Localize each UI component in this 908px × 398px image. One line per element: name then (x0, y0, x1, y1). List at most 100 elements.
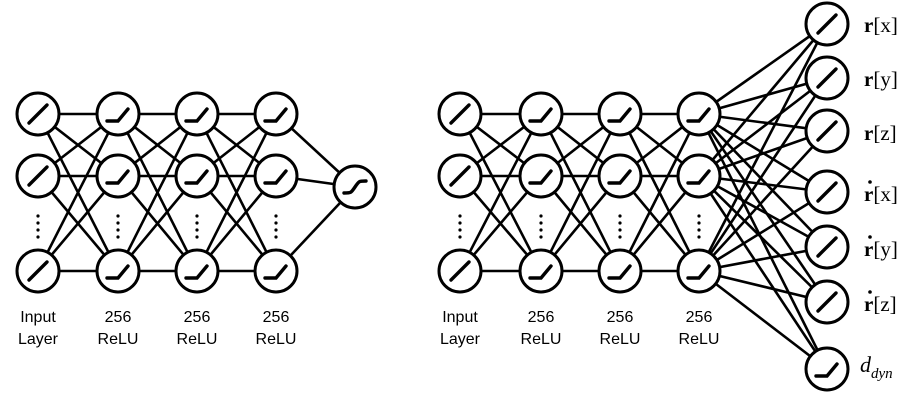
relu-icon (263, 264, 288, 280)
right-neuron-l2-n3 (518, 248, 564, 294)
left-neuron-l1-n3 (15, 248, 61, 294)
left-edge (116, 113, 199, 272)
relu-icon (528, 264, 553, 280)
left-neuron-l2-n2 (95, 153, 141, 199)
right-output-edge (697, 113, 829, 303)
linear-icon (816, 181, 838, 203)
left-ellipsis-l2 (116, 214, 120, 239)
output-label-rdot-y: r[y] (864, 237, 898, 261)
relu-icon (528, 107, 553, 123)
left-output-neuron (332, 164, 378, 210)
right-output-neuron-2 (804, 55, 850, 101)
right-ellipsis-l2 (539, 214, 543, 239)
right-neuron-l1-n3 (437, 248, 483, 294)
right-output-neuron-1 (804, 1, 850, 47)
left-network-captions: Input Layer 256 ReLU 256 ReLU 256 ReLU (18, 309, 296, 348)
left-layer-2-caption-line1: 256 (105, 309, 132, 326)
relu-icon (814, 362, 839, 378)
right-edge (458, 113, 543, 272)
left-neuron-l4-n1 (253, 91, 299, 137)
linear-icon (816, 120, 838, 142)
output-label-r-x: r[x] (864, 13, 898, 37)
left-layer-4-caption-line2: ReLU (256, 331, 297, 348)
right-neuron-l4-n1 (676, 91, 722, 137)
right-output-edge (697, 175, 829, 370)
right-neuron-l2-n1 (518, 91, 564, 137)
left-edge (36, 113, 120, 272)
right-output-neuron-6 (804, 279, 850, 325)
linear-icon (27, 165, 49, 187)
left-ellipsis-l4 (274, 214, 278, 239)
relu-icon (184, 107, 209, 123)
dot-accent-y (868, 235, 872, 239)
right-layer-1-caption-line1: Input (442, 309, 478, 326)
right-output-neuron-3 (804, 108, 850, 154)
sigmoid-icon (342, 179, 368, 195)
right-output-edge (698, 174, 828, 249)
right-network-captions: Input Layer 256 ReLU 256 ReLU 256 ReLU (440, 309, 719, 348)
left-ellipsis-l3 (195, 214, 199, 239)
output-label-r-y: r[y] (864, 67, 898, 91)
right-layer-3-caption-line1: 256 (607, 309, 634, 326)
left-layer-4-caption-line1: 256 (263, 309, 290, 326)
relu-icon (263, 107, 288, 123)
dot-accent-z (868, 290, 872, 294)
right-neuron-l4-n3 (676, 248, 722, 294)
relu-icon (686, 169, 711, 185)
right-edge (618, 113, 701, 272)
left-neuron-l4-n2 (253, 153, 299, 199)
left-layer-1-caption-line2: Layer (18, 331, 59, 348)
right-output-edge (698, 129, 828, 178)
right-output-edge (697, 113, 829, 370)
relu-icon (105, 169, 130, 185)
right-output-edge (697, 77, 829, 272)
right-layer-2-caption-line2: ReLU (521, 331, 562, 348)
left-layer-1-caption-line1: Input (20, 309, 56, 326)
right-layer-4-caption-line2: ReLU (679, 331, 720, 348)
left-layer-3-caption-line1: 256 (184, 309, 211, 326)
right-output-edge (698, 190, 828, 273)
right-layer-2-caption-line1: 256 (528, 309, 555, 326)
dot-accent-x (868, 180, 872, 184)
right-neuron-l1-n1 (437, 91, 483, 137)
left-neuron-l3-n2 (174, 153, 220, 199)
right-neuron-l2-n2 (518, 153, 564, 199)
right-neuron-l3-n2 (597, 153, 643, 199)
left-neuron-l4-n3 (253, 248, 299, 294)
left-edge (195, 113, 278, 272)
right-layer-4-caption-line1: 256 (686, 309, 713, 326)
ellipsis-marks (36, 214, 701, 239)
output-labels: r[x] r[y] r[z] r[x] r[y] r[z] ddyn (860, 13, 898, 382)
linear-icon (449, 165, 471, 187)
linear-icon (816, 291, 838, 313)
relu-icon (607, 264, 632, 280)
left-layer-3-caption-line2: ReLU (177, 331, 218, 348)
linear-icon (27, 260, 49, 282)
linear-icon (816, 67, 838, 89)
relu-icon (607, 107, 632, 123)
relu-icon (528, 169, 553, 185)
relu-icon (686, 264, 711, 280)
right-ellipsis-l1 (458, 214, 462, 239)
relu-icon (607, 169, 632, 185)
right-output-edge (698, 113, 828, 248)
right-layer-3-caption-line2: ReLU (600, 331, 641, 348)
left-neuron-l1-n1 (15, 91, 61, 137)
right-ellipsis-l3 (618, 214, 622, 239)
right-output-edge (698, 175, 828, 303)
left-neuron-l1-n2 (15, 153, 61, 199)
right-neuron-l1-n2 (437, 153, 483, 199)
right-neuron-l4-n2 (676, 153, 722, 199)
left-neuron-l2-n1 (95, 91, 141, 137)
linear-icon (449, 260, 471, 282)
right-layer-1-caption-line2: Layer (440, 331, 481, 348)
relu-icon (184, 169, 209, 185)
neurons (15, 1, 850, 392)
right-output-edge (698, 22, 828, 116)
output-label-rdot-x: r[x] (864, 182, 898, 206)
linear-icon (816, 236, 838, 258)
output-label-rdot-z: r[z] (864, 292, 897, 316)
right-output-edge (698, 23, 828, 177)
right-output-edge (697, 23, 829, 272)
